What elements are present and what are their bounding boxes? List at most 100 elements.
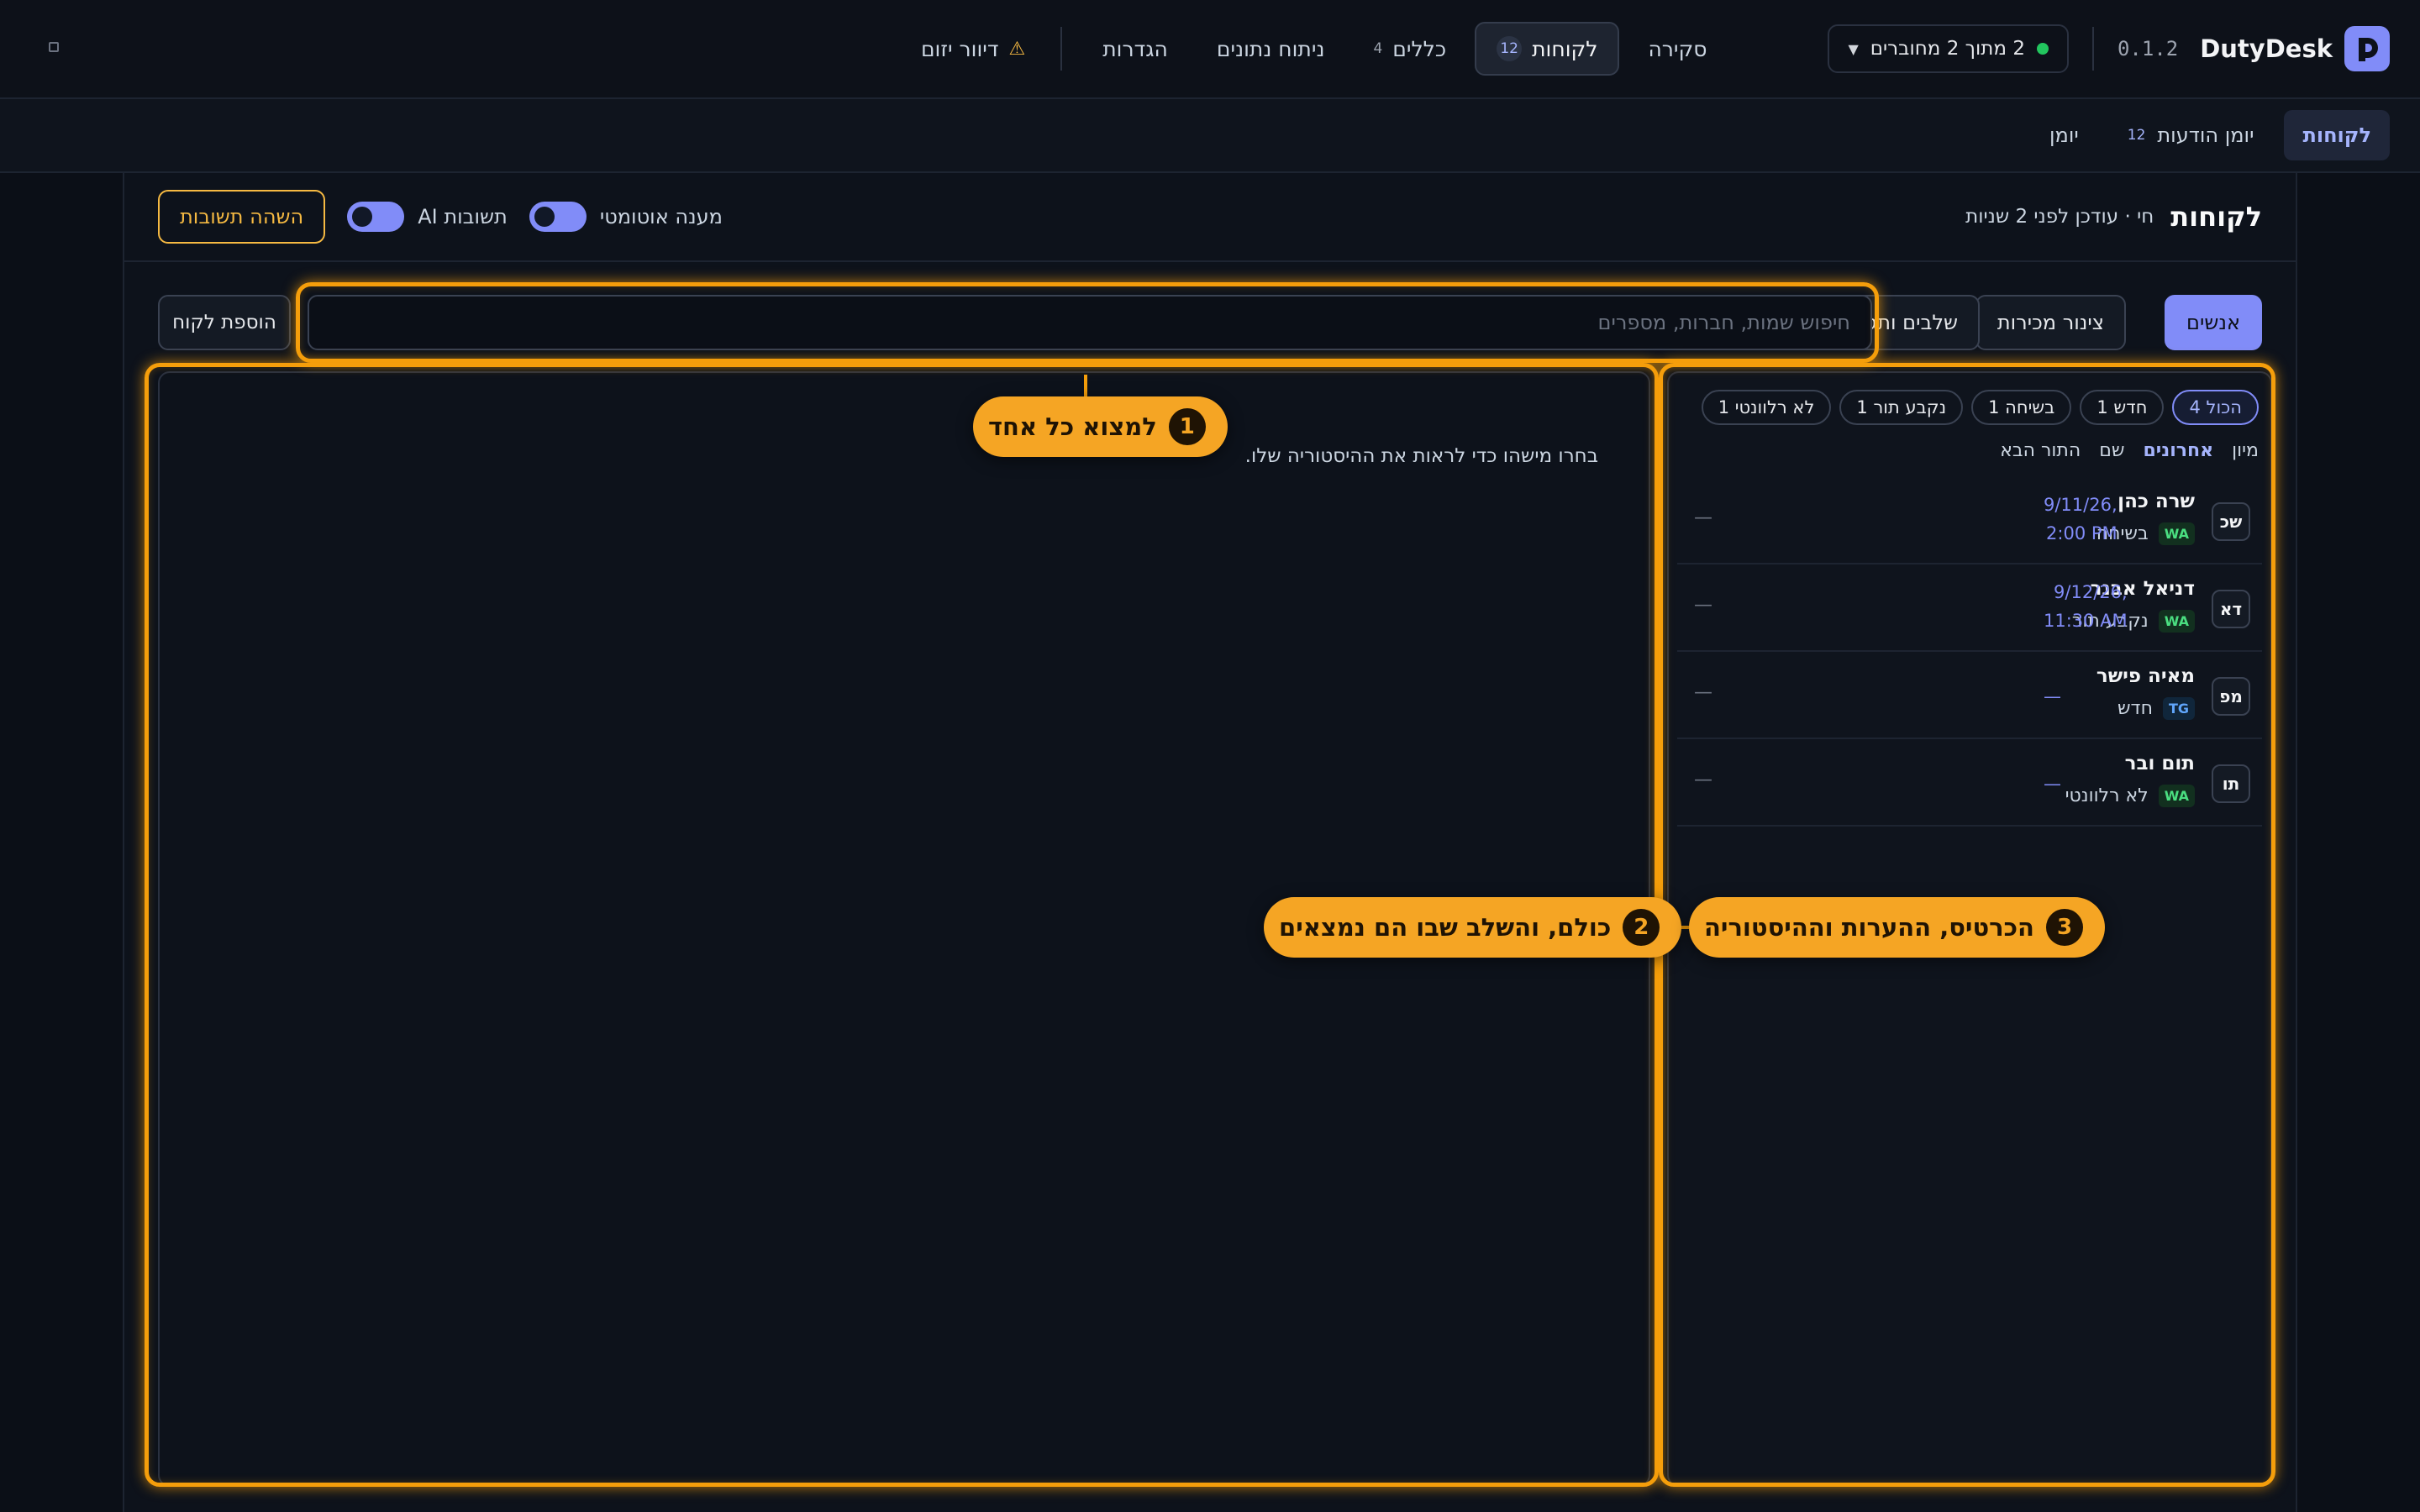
nav-label: הגדרות [1102,36,1168,61]
subnav-message-log[interactable]: יומן הודעות 12 [2109,110,2273,160]
last-activity: — [1694,507,1712,528]
subnav-count: 12 [2127,127,2146,144]
appointment-time: — [2044,682,2061,711]
stage-label: לא רלוונטי [2065,785,2149,806]
appointment-date: — [2044,774,2061,794]
nav-settings[interactable]: הגדרות [1082,22,1188,76]
appointment-hour: 11:30 AM [2044,611,2128,631]
customer-name: שרה כהן [2118,491,2195,512]
ai-replies-toggle[interactable] [347,202,405,232]
filter-chip-all[interactable]: הכול 4 [2172,390,2259,425]
nav-count-badge: 12 [1497,36,1523,61]
customers-page: לקוחות חי · עודכן לפני 2 שניות מענה אוטו… [123,173,2297,1512]
avatar: שכ [2212,502,2250,541]
callout-text: הכרטיס, ההערות וההיסטוריה [1704,913,2034,942]
sort-recent[interactable]: אחרונים [2143,440,2214,461]
nav-overview[interactable]: סקירה [1628,22,1727,76]
appointment-time: 9/12/26, 11:30 AM [2044,578,2128,635]
search-placeholder: חיפוש שמות, חברות, מספרים [1597,311,1850,334]
filter-chip-booked[interactable]: נקבע תור 1 [1839,390,1964,425]
nav-label: ניתוח נתונים [1216,36,1325,61]
filter-chip-not-relevant[interactable]: לא רלוונטי 1 [1701,390,1832,425]
auto-reply-label: מענה אוטומטי [599,205,723,228]
status-dot-icon [2036,43,2049,55]
customer-name: מאיה פישר [2096,665,2195,687]
live-status: חי · עודכן לפני 2 שניות [1965,206,2154,228]
filter-chip-in-conversation[interactable]: בשיחה 1 [1971,390,2072,425]
customer-meta: WA נקבע תור [2072,610,2195,633]
customer-row[interactable]: שכ שרה כהן WA בשיחה 9/11/26, 2:00 PM — [1677,477,2262,564]
subnav-label: יומן [2049,123,2079,147]
customer-row[interactable]: מפ מאיה פישר TG חדש — — [1677,652,2262,739]
brand[interactable]: DutyDesk 0.1.2 [2118,26,2390,71]
pause-replies-button[interactable]: השהה תשובות [158,190,326,244]
logo-icon [2344,26,2390,71]
toolbar: אנשים צינור מכירות שלבים ותגיות חיפוש שמ… [158,295,2262,350]
customer-meta: WA בשיחה [2096,522,2195,545]
proactive-outreach-button[interactable]: ⚠ דיוור יזום [906,37,1040,61]
customer-row[interactable]: דא דניאל אבנר WA נקבע תור 9/12/26, 11:30… [1677,564,2262,652]
nav-count-badge: 4 [1373,40,1383,57]
channel-badge: WA [2158,610,2195,633]
avatar: מפ [2212,677,2250,716]
appointment-date: — [2044,686,2061,706]
nav-label: כללים [1392,36,1447,61]
nav-customers[interactable]: לקוחות 12 [1475,22,1620,76]
filter-chip-new[interactable]: חדש 1 [2080,390,2165,425]
customer-rows: שכ שרה כהן WA בשיחה 9/11/26, 2:00 PM — ד… [1677,477,2262,827]
customer-name: תום ובר [2124,753,2195,774]
callout-3: 3 הכרטיס, ההערות וההיסטוריה [1689,897,2105,958]
main-nav: סקירה לקוחות 12 כללים 4 ניתוח נתונים הגד… [906,22,1728,76]
appointment-hour: 2:00 PM [2046,523,2118,543]
appointment-date: 9/11/26, [2044,495,2118,515]
subnav-label: יומן הודעות [2157,123,2254,147]
nav-label: סקירה [1648,36,1707,61]
customer-name: דניאל אבנר [2090,578,2195,600]
appointment-time: 9/11/26, 2:00 PM [2044,491,2118,548]
brand-name: DutyDesk [2200,34,2333,63]
avatar: דא [2212,590,2250,628]
auto-reply-toggle[interactable] [529,202,587,232]
tab-pipeline[interactable]: צינור מכירות [1975,295,2126,350]
stage-label: חדש [2117,698,2153,719]
subnav-customers[interactable]: לקוחות [2284,110,2390,160]
divider [1060,27,1063,71]
version-label: 0.1.2 [2117,37,2179,60]
ai-replies-toggle-group: תשובות AI [347,202,508,232]
last-activity: — [1694,769,1712,790]
nav-analytics[interactable]: ניתוח נתונים [1197,22,1345,76]
nav-rules[interactable]: כללים 4 [1353,22,1466,76]
connectors-dropdown[interactable]: 2 מתוך 2 מחוברים ▼ [1828,24,2069,73]
callout-1: 1 למצוא כל אחד [973,396,1228,457]
callout-2: 2 כולם, והשלב שבו הם נמצאים [1264,897,1682,958]
callout-number: 1 [1168,408,1206,445]
customer-meta: TG חדש [2118,697,2195,720]
header-controls: מענה אוטומטי תשובות AI השהה תשובות [158,190,723,244]
sort-label: מיון [2232,440,2259,461]
customer-row[interactable]: תו תום ובר WA לא רלוונטי — — [1677,739,2262,827]
sort-bar: מיון אחרונים שם התור הבא [2000,440,2259,461]
avatar: תו [2212,764,2250,803]
divider [2091,27,2094,71]
channel-badge: WA [2158,522,2195,545]
search-input[interactable]: חיפוש שמות, חברות, מספרים [308,295,1872,350]
tab-people[interactable]: אנשים [2165,295,2262,350]
subnav-calendar[interactable]: יומן [2031,110,2097,160]
last-activity: — [1694,595,1712,616]
connectors-label: 2 מתוך 2 מחוברים [1870,38,2025,60]
top-bar: DutyDesk 0.1.2 2 מתוך 2 מחוברים ▼ סקירה … [0,0,2420,99]
appointment-time: — [2044,769,2061,798]
window-icon[interactable] [49,42,59,52]
callout-number: 3 [2045,909,2083,946]
sort-next-appointment[interactable]: התור הבא [2000,440,2081,461]
callout-number: 2 [1623,909,1660,946]
channel-badge: WA [2158,785,2195,807]
add-customer-button[interactable]: הוספת לקוח [158,295,291,350]
auto-reply-toggle-group: מענה אוטומטי [529,202,723,232]
customer-meta: WA לא רלוונטי [2065,785,2195,807]
page-title: לקוחות [2170,201,2262,233]
appointment-date: 9/12/26, [2054,582,2128,602]
stage-filters: הכול 4 חדש 1 בשיחה 1 נקבע תור 1 לא רלוונ… [1701,390,2259,425]
nav-label: לקוחות [1532,36,1598,61]
sort-name[interactable]: שם [2099,440,2125,461]
